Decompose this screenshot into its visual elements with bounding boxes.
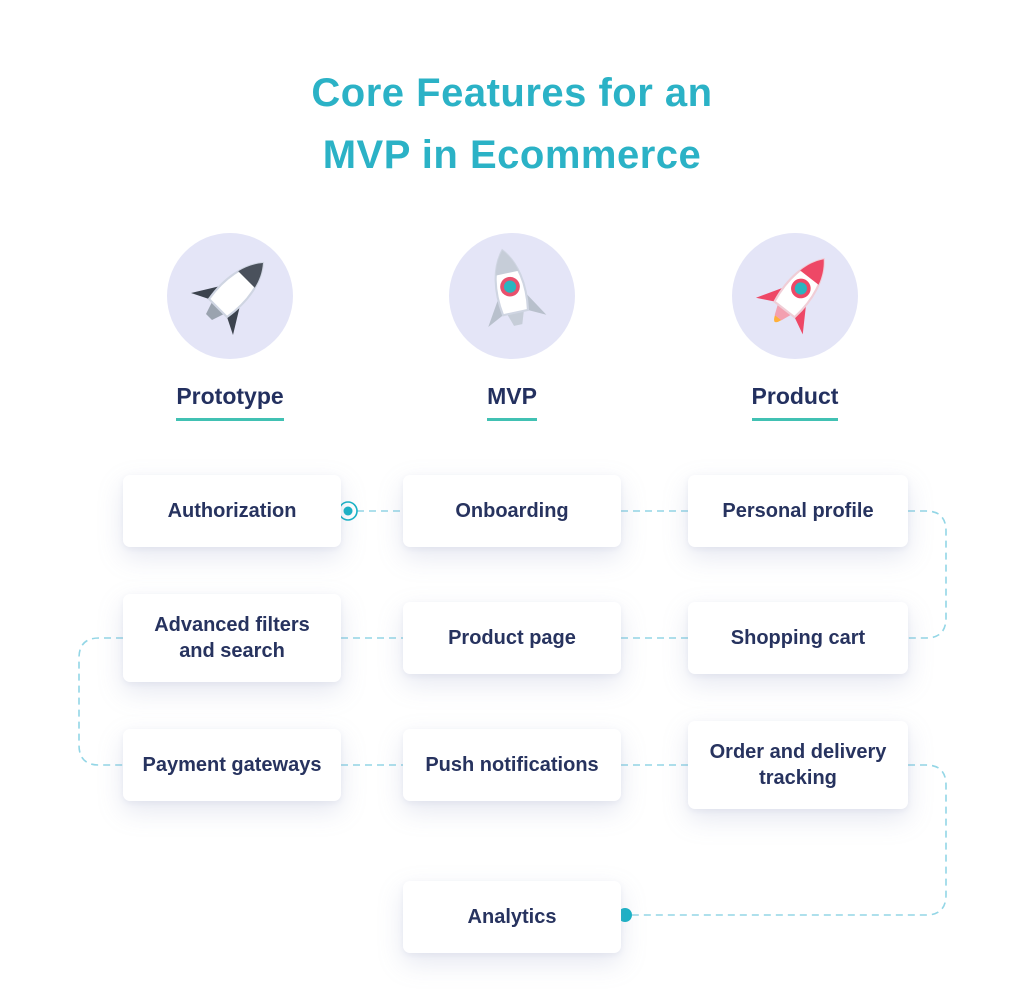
stage-label-prototype-text: Prototype [176, 383, 284, 421]
prototype-rocket-icon [191, 261, 265, 335]
feature-card-onboarding: Onboarding [403, 475, 621, 547]
feature-card-shopping-cart: Shopping cart [688, 602, 908, 674]
product-stage-circle [732, 233, 858, 359]
feature-card-label: Analytics [467, 906, 557, 928]
feature-card-label: Personal profile [722, 500, 874, 522]
feature-card-label: Payment gateways [142, 754, 322, 776]
feature-card-label: Order and delivery tracking [709, 741, 887, 789]
feature-card-label: Advanced filters and search [154, 614, 310, 662]
feature-card-label: Push notifications [425, 754, 599, 776]
feature-card-push-notifications: Push notifications [403, 729, 621, 801]
feature-card-payment-gateways: Payment gateways [123, 729, 341, 801]
page-title-line1: Core Features for an [311, 71, 713, 115]
feature-card-label: Shopping cart [730, 627, 866, 649]
feature-card-analytics: Analytics [403, 881, 621, 953]
flow-start-dot [343, 506, 353, 516]
prototype-stage-circle [167, 233, 293, 359]
feature-card-personal-profile: Personal profile [688, 475, 908, 547]
feature-card-product-page: Product page [403, 602, 621, 674]
mvp-rocket-icon [488, 248, 547, 328]
stage-label-mvp-text: MVP [487, 383, 537, 421]
mvp-stage-circle [449, 233, 575, 359]
connector-profile-cart-curve [908, 510, 947, 639]
feature-card-label: Onboarding [455, 500, 569, 522]
page-title-line2: MVP in Ecommerce [322, 133, 702, 177]
feature-card-label: Authorization [167, 500, 297, 522]
stage-label-product-text: Product [751, 383, 839, 421]
stage-label-mvp: MVP [412, 383, 612, 421]
stage-label-prototype: Prototype [130, 383, 330, 421]
flow-end-dot [618, 908, 632, 922]
feature-card-authorization: Authorization [123, 475, 341, 547]
page-title: Core Features for an MVP in Ecommerce [0, 62, 1024, 186]
stage-label-product: Product [695, 383, 895, 421]
feature-card-label: Product page [448, 627, 576, 649]
feature-card-advanced-filters: Advanced filters and search [123, 594, 341, 682]
feature-card-order-tracking: Order and delivery tracking [688, 721, 908, 809]
product-rocket-icon [755, 257, 825, 335]
connector-tracking-analytics-curve [632, 764, 947, 916]
connector-filters-payment-curve [78, 637, 123, 766]
